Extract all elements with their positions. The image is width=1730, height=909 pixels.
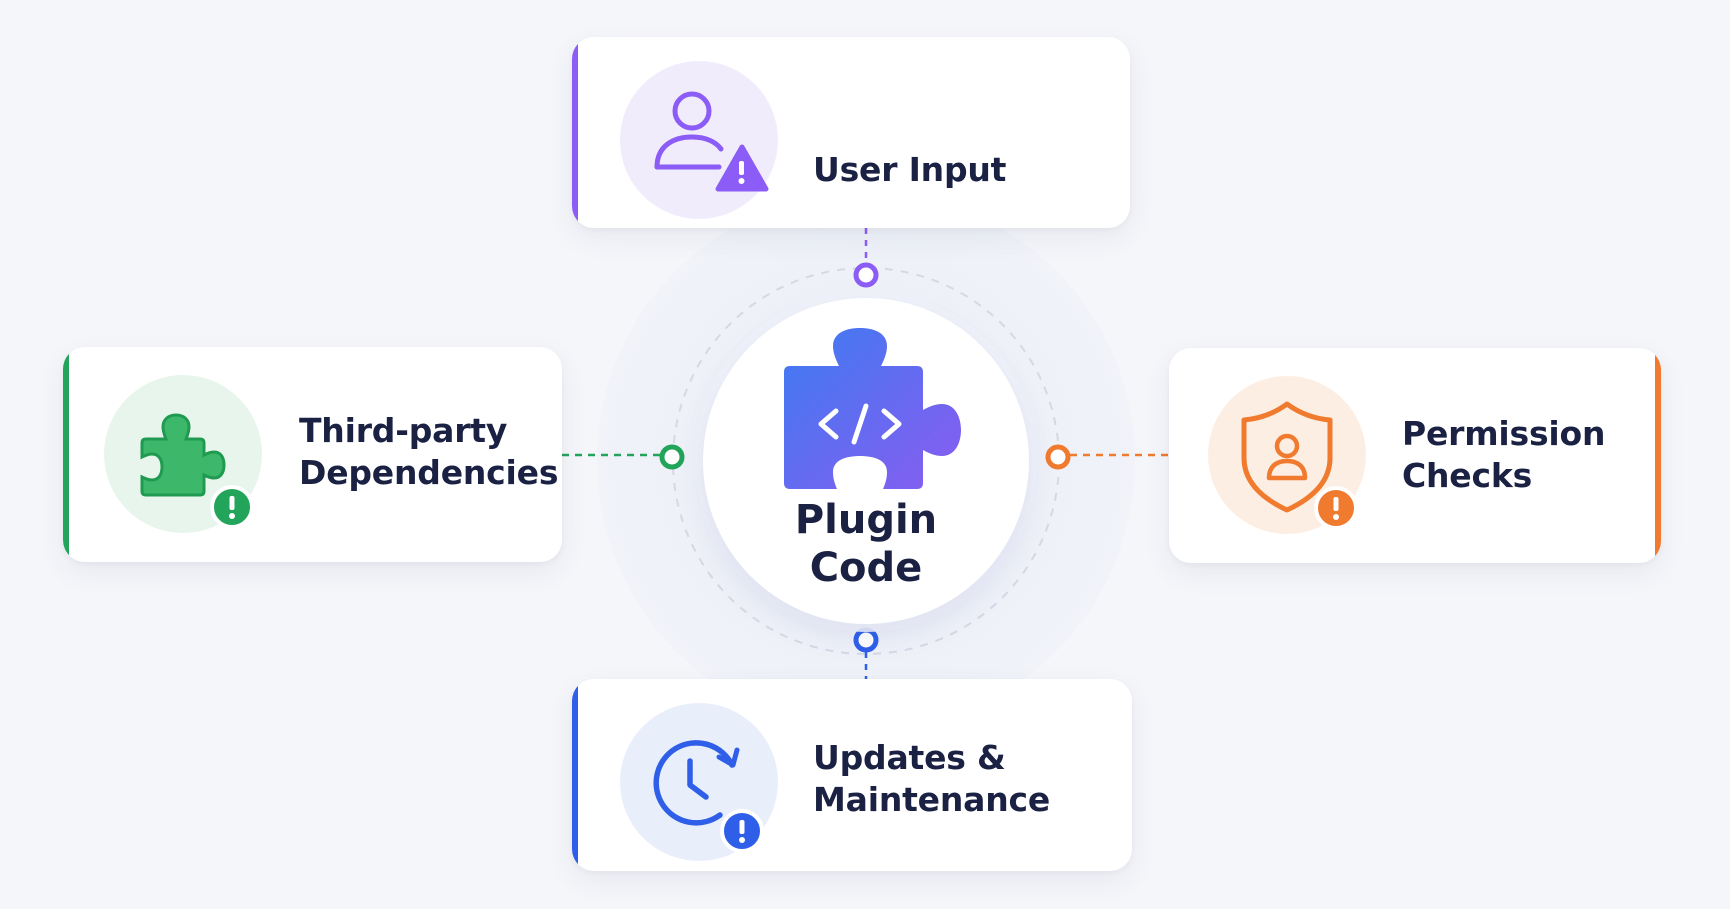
icon-circle: [620, 703, 778, 861]
card-label: Third-party Dependencies: [299, 411, 559, 492]
puzzle-code-icon: [784, 328, 961, 489]
shield-user-warning-icon: [1241, 401, 1358, 530]
puzzle-warning-icon: [140, 413, 254, 529]
node-dot-permissions: [1045, 444, 1071, 470]
card-label: Permission Checks: [1402, 414, 1606, 495]
card-permissions: Permission Checks: [1169, 348, 1661, 563]
card-dependencies: Third-party Dependencies: [63, 347, 562, 562]
user-warning-icon: [654, 91, 769, 192]
clock-refresh-warning-icon: [653, 740, 764, 853]
card-accent: [63, 347, 69, 562]
card-user-input: User Input: [572, 37, 1130, 228]
icon-circle: [104, 375, 262, 533]
card-accent: [572, 37, 578, 228]
node-dot-dependencies: [659, 444, 685, 470]
node-dot-updates: [853, 627, 879, 653]
center-node: [703, 298, 1029, 624]
card-label: Updates & Maintenance: [813, 738, 1051, 819]
node-dot-user-input: [853, 262, 879, 288]
center-label: Plugin Code: [794, 497, 938, 591]
card-updates: Updates & Maintenance: [572, 679, 1132, 871]
card-accent: [1655, 348, 1661, 563]
card-label: User Input: [813, 150, 1007, 189]
icon-circle: [620, 61, 778, 219]
icon-circle: [1208, 376, 1366, 534]
card-accent: [572, 679, 578, 871]
